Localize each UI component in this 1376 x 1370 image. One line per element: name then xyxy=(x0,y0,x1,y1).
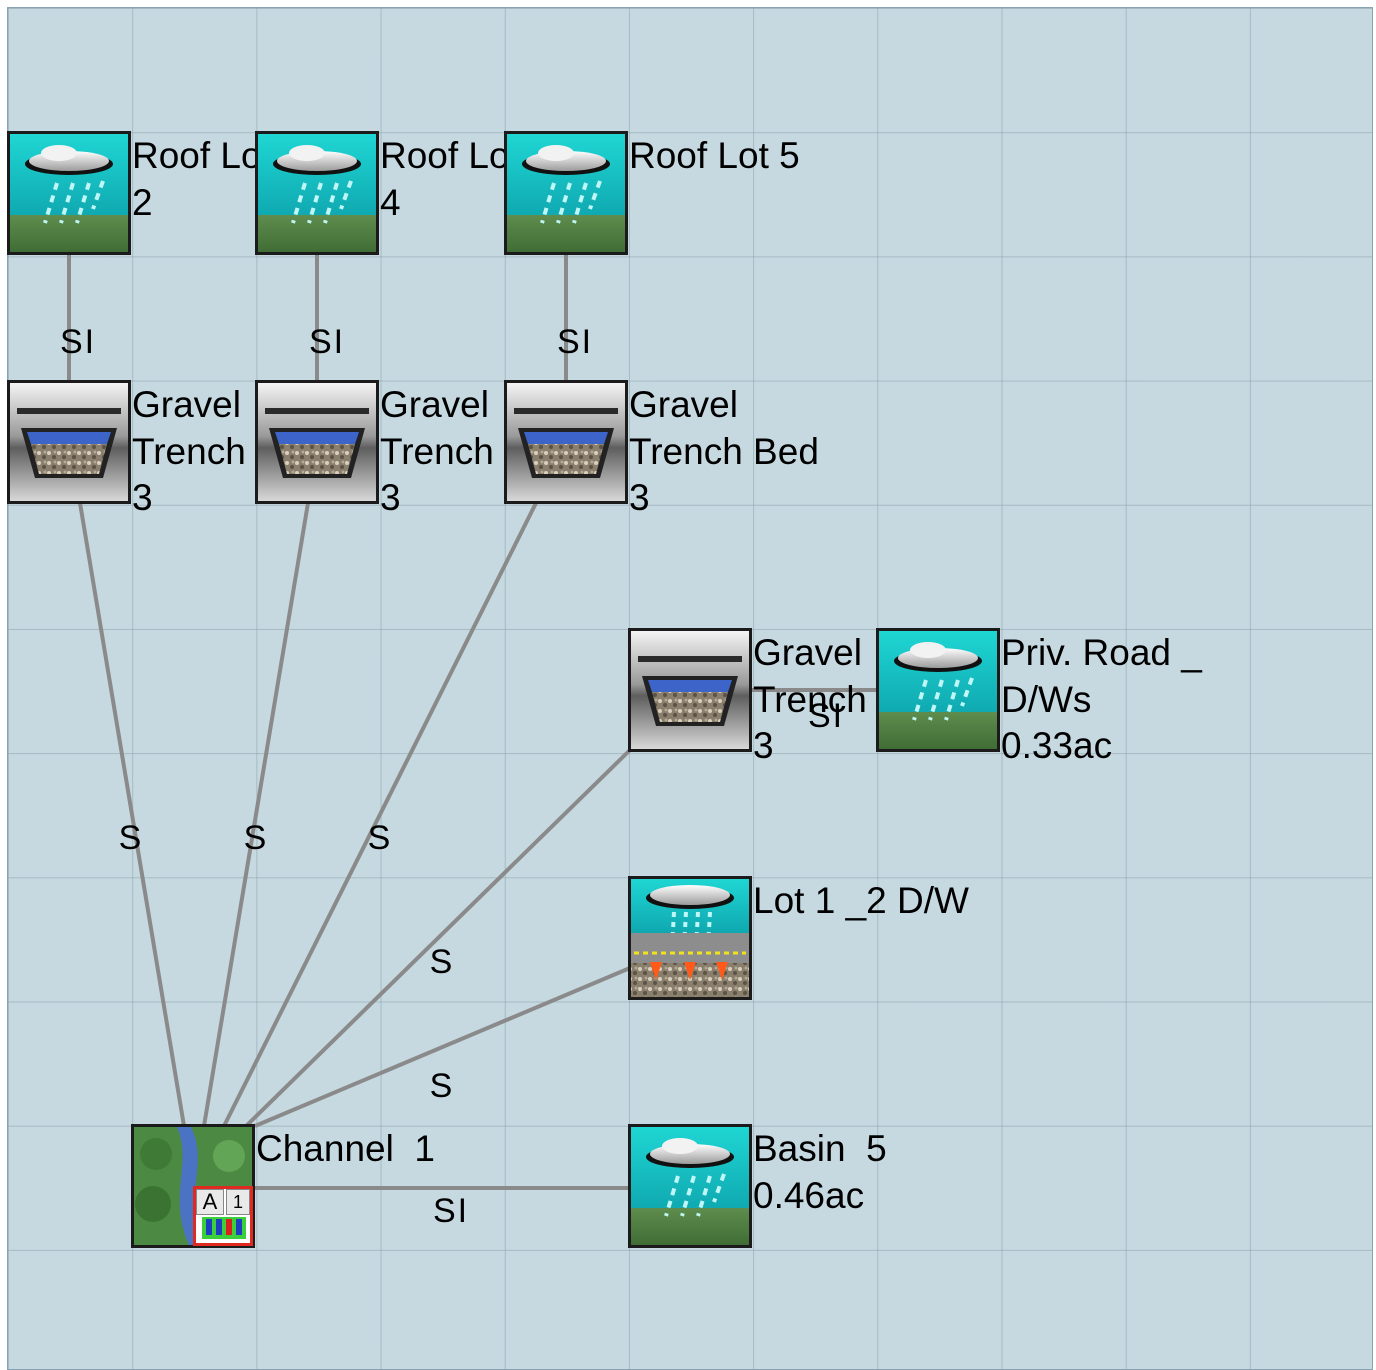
node-label: Gravel Trench 3 xyxy=(132,384,246,518)
porous-pavement-icon xyxy=(628,876,752,1000)
link-label-lot12-channel: S xyxy=(429,1067,455,1105)
gravel-trench-icon xyxy=(255,380,379,504)
node-label: Gravel Trench 3 xyxy=(380,384,494,518)
link-label-roof34-gt2: SI xyxy=(308,323,346,361)
bar-graph-icon xyxy=(202,1217,246,1239)
catchment-icon xyxy=(876,628,1000,752)
link-gt4-channel[interactable] xyxy=(238,748,632,1134)
badge-label-a: A xyxy=(196,1189,224,1215)
channel-outlet-badge[interactable]: A 1 xyxy=(193,1186,253,1246)
catchment-icon xyxy=(7,131,131,255)
link-label-basin5-channel: SI xyxy=(432,1192,470,1230)
link-label-roof5-gt3: SI xyxy=(556,323,594,361)
gravel-trench-icon xyxy=(7,380,131,504)
node-label: Roof Lot 5 xyxy=(629,135,800,176)
link-label-road-gt4: SI xyxy=(807,697,845,735)
link-gt1-channel[interactable] xyxy=(78,502,186,1127)
node-label: Lot 1 _2 D/W xyxy=(753,880,969,921)
link-gt3-channel[interactable] xyxy=(222,502,538,1127)
link-label-roof12-gt1: SI xyxy=(59,323,97,361)
link-gt2-channel[interactable] xyxy=(202,502,310,1127)
link-label-gt2-channel: S xyxy=(243,819,269,857)
catchment-icon xyxy=(255,131,379,255)
catchment-icon xyxy=(504,131,628,255)
badge-label-1: 1 xyxy=(226,1189,250,1215)
gravel-trench-icon xyxy=(504,380,628,504)
link-label-gt3-channel: S xyxy=(367,819,393,857)
node-label: Basin 5 0.46ac xyxy=(753,1128,887,1216)
link-label-gt1-channel: S xyxy=(118,819,144,857)
node-label: Gravel Trench Bed 3 xyxy=(629,384,819,518)
link-lot12-channel[interactable] xyxy=(254,966,631,1128)
catchment-icon xyxy=(628,1124,752,1248)
link-label-gt4-channel: S xyxy=(429,943,455,981)
node-label: Priv. Road _ D/Ws 0.33ac xyxy=(1001,632,1202,766)
gravel-trench-icon xyxy=(628,628,752,752)
node-label: Channel 1 xyxy=(256,1128,435,1169)
